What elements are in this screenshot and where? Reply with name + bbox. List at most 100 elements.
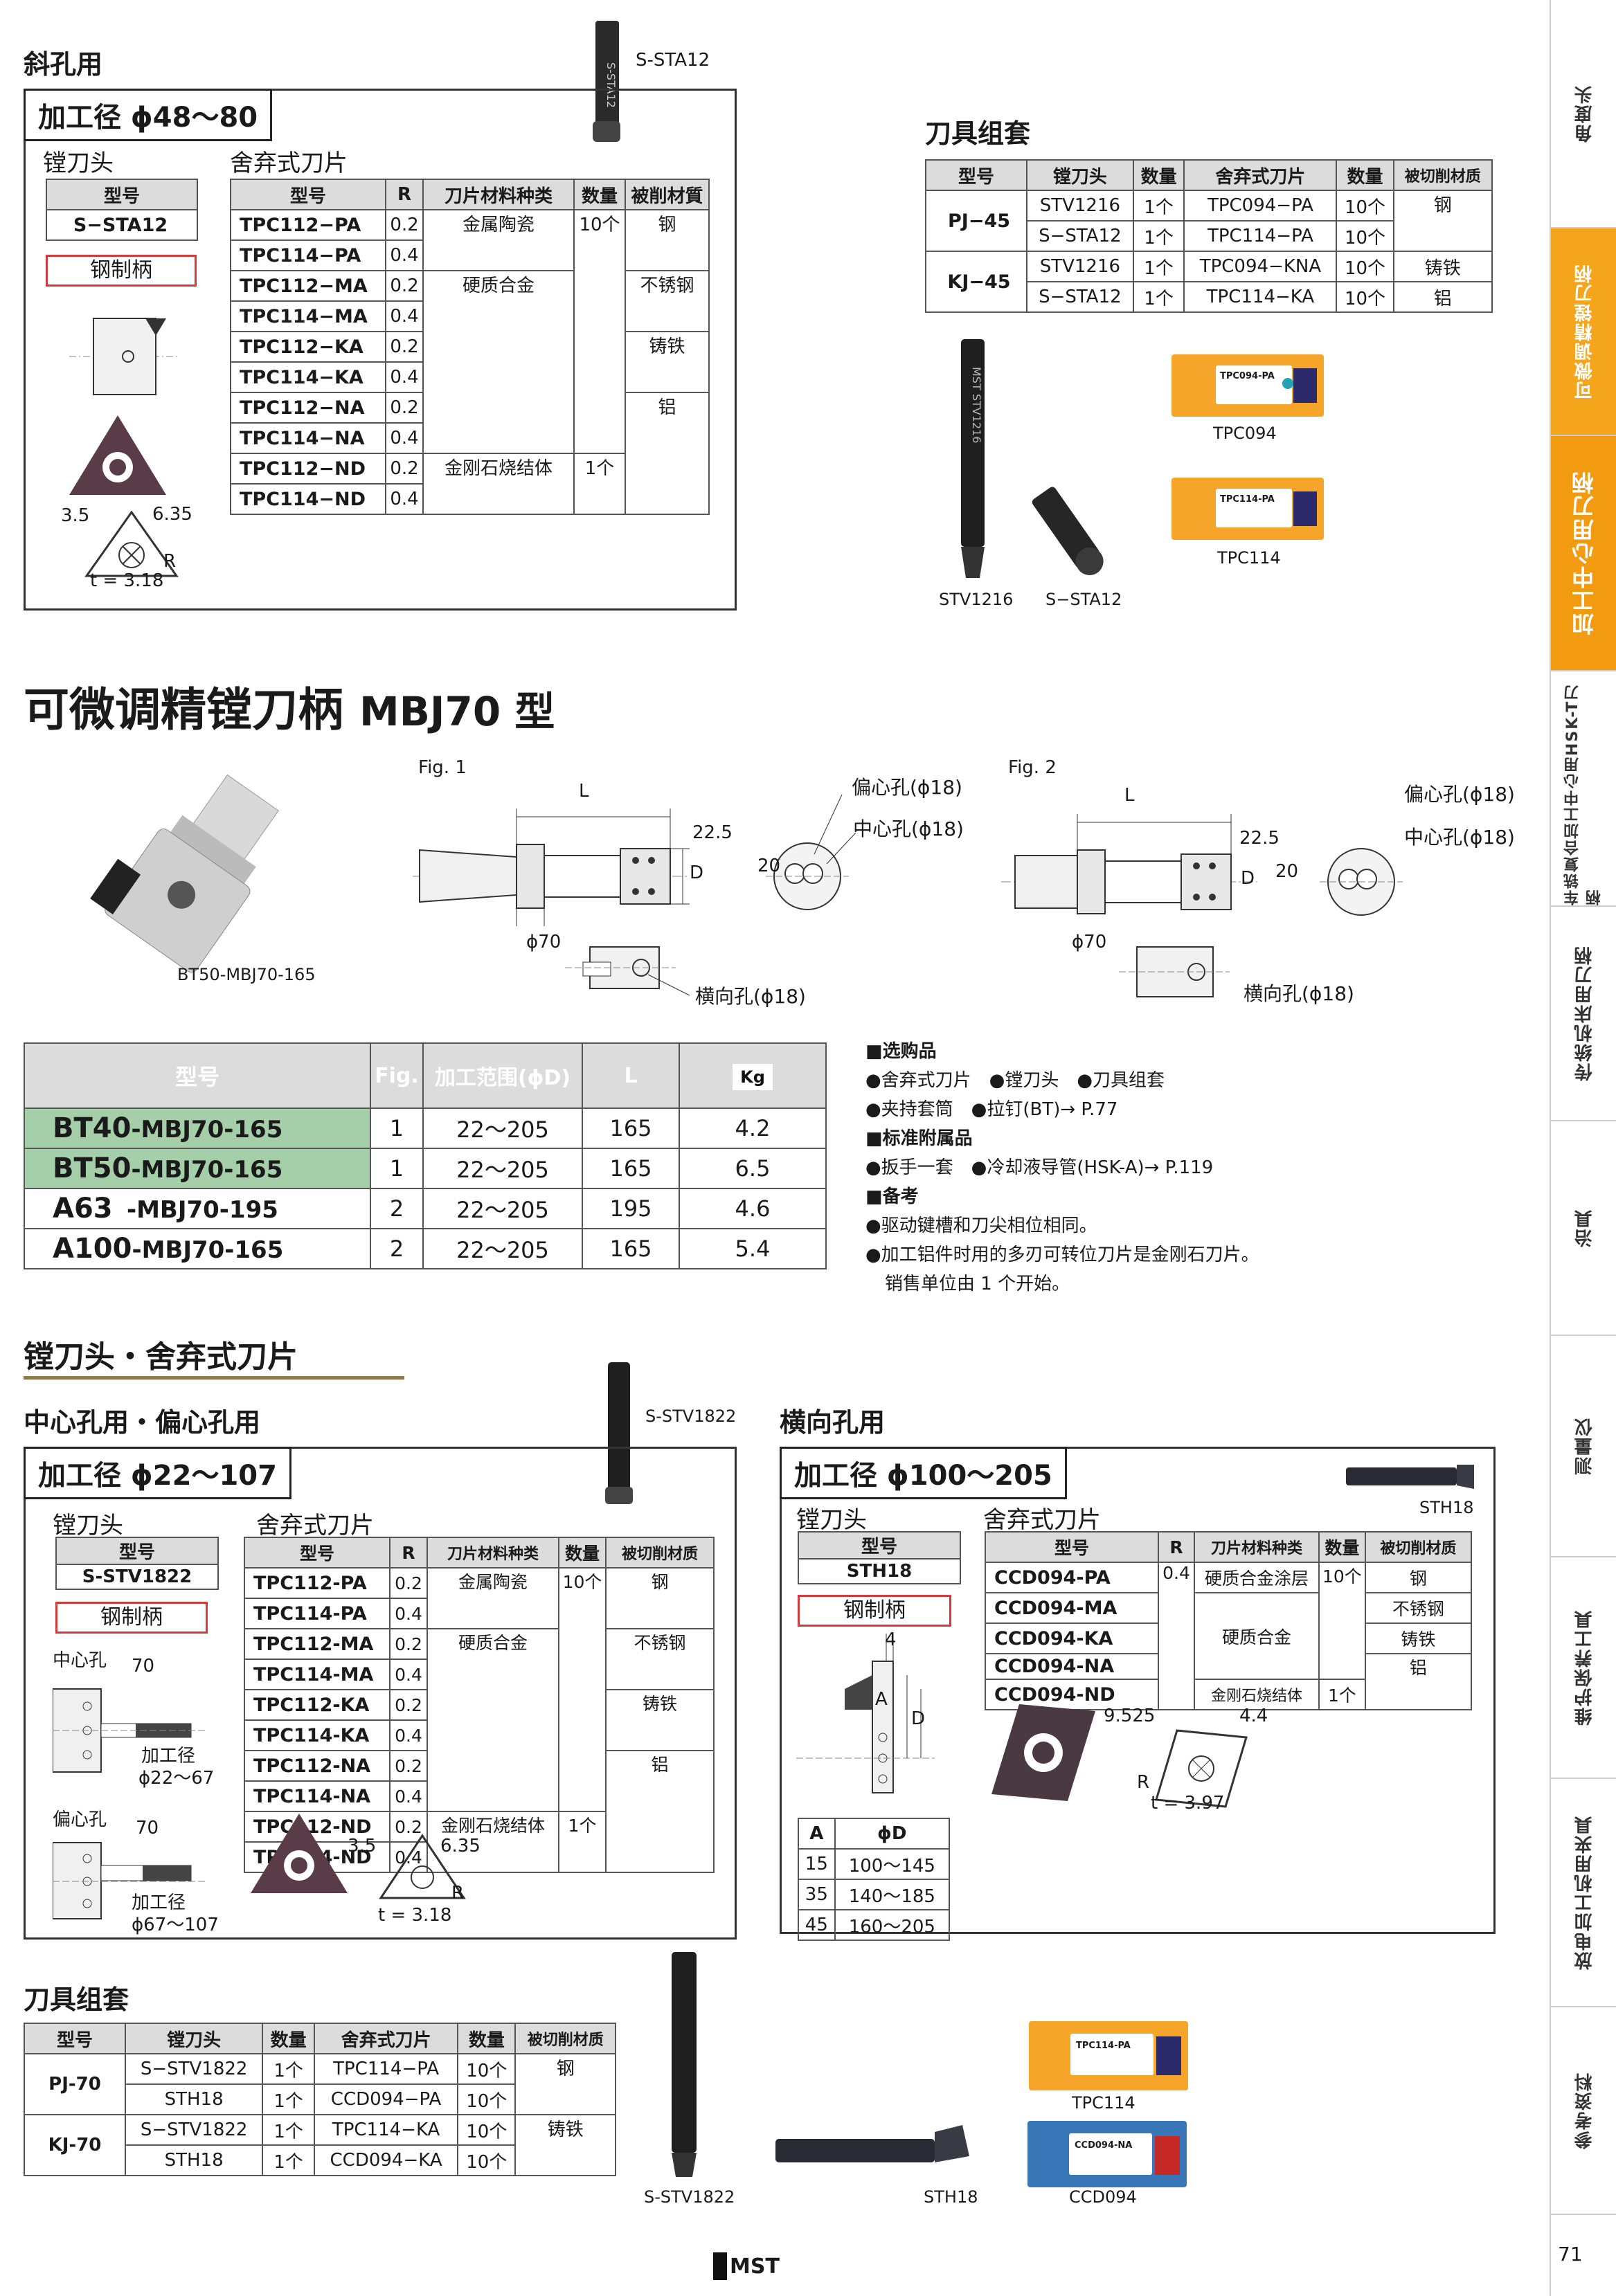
side-tab-2[interactable]: 可微调精镗刀柄: [1551, 228, 1616, 436]
side-tab-9[interactable]: 放电加工机用夹具: [1551, 1779, 1616, 2007]
side-tab-8[interactable]: 维护保养工具: [1551, 1557, 1616, 1779]
table-cell: TPC114−KA: [313, 2114, 459, 2146]
table-cell: 型号: [55, 1537, 219, 1565]
set2-ccd094-label: CCD094: [1069, 2187, 1137, 2207]
table-cell: 10个: [573, 209, 626, 454]
center-label: 中心孔: [53, 1650, 107, 1671]
table-cell: 10个: [457, 2144, 517, 2176]
table-cell: TPC112-PA: [244, 1567, 390, 1599]
side-tab-4[interactable]: 车铣复合加工中心用HSK-T刀柄: [1551, 671, 1616, 907]
table-cell: ϕD: [834, 1818, 951, 1850]
fig1-20: 20: [757, 856, 781, 876]
table-cell: 10个: [457, 2083, 517, 2115]
text-fragment: -MBJ70-165: [131, 1116, 283, 1144]
table-cell: TPC112−KA: [230, 331, 386, 363]
table-row: 型号: [798, 1531, 961, 1560]
fig2-ecc: 偏心孔(ϕ18): [1404, 783, 1515, 806]
c70: 70: [132, 1656, 155, 1676]
table-row: 型号: [46, 179, 198, 210]
sec2-left-title: 中心孔用・偏心孔用: [24, 1407, 261, 1438]
set2-stv1822-photo: [656, 1952, 712, 2183]
sec1-title: 斜孔用: [24, 49, 103, 80]
sth18-drawing: [796, 1634, 935, 1816]
table-cell: TPC114-PA: [244, 1598, 390, 1629]
table-cell: 铝: [1364, 1653, 1473, 1710]
side-tab-5[interactable]: 传统机床用刀柄: [1551, 907, 1616, 1121]
fig2-phi70: ϕ70: [1072, 932, 1107, 952]
mbj70-photo-label: BT50-MBJ70-165: [177, 965, 316, 984]
table-cell: 0.4: [385, 300, 424, 332]
table-cell: 15: [798, 1848, 836, 1880]
table-cell: 钢: [514, 2053, 616, 2115]
main-title-en: MBJ70 型: [359, 688, 555, 735]
fig2-label: Fig. 2: [1008, 757, 1057, 778]
table-cell: 型号: [244, 1537, 390, 1569]
table-cell: 金刚石烧结体: [1194, 1679, 1320, 1710]
table-cell: 铸铁: [1392, 251, 1493, 282]
s2-dim-r: R: [451, 1883, 465, 1904]
text-fragment: 维护保养工具: [1574, 1609, 1595, 1726]
text-fragment: 加工中心用刀柄: [1571, 471, 1597, 635]
table-cell: STH18: [124, 2083, 264, 2115]
s-stv1822-photo: [598, 1362, 640, 1510]
table-cell: 数量: [262, 2023, 315, 2054]
table-cell: TPC114−KA: [230, 361, 386, 393]
table-cell: BT40-MBJ70-165: [24, 1108, 371, 1149]
text-fragment: 可微调精镗刀柄: [1574, 264, 1595, 399]
fig1-phi70: ϕ70: [526, 932, 562, 952]
stv1216-photo: MST STV1216: [949, 339, 997, 591]
table-cell: 1: [370, 1148, 424, 1189]
table-cell: 160～205: [834, 1909, 951, 1941]
table-cell: 型号: [985, 1531, 1159, 1563]
mst-logo: MST: [713, 2252, 780, 2280]
side-tab-6[interactable]: 治具: [1551, 1121, 1616, 1336]
table-cell: 10个: [457, 2114, 517, 2146]
table-cell: R: [389, 1537, 428, 1569]
table-cell: 舍弃式刀片: [313, 2023, 459, 2054]
side-tab-1[interactable]: 角度头: [1551, 0, 1616, 228]
fig2-cen: 中心孔(ϕ18): [1404, 826, 1515, 849]
side-tab-7[interactable]: 测量仪: [1551, 1336, 1616, 1557]
s3-dim-a: 9.525: [1104, 1706, 1156, 1726]
sec2-shank-label: 钢制柄: [55, 1602, 208, 1634]
set2-stv1822-label: S-STV1822: [644, 2187, 735, 2207]
table-cell: 0.2: [389, 1689, 428, 1721]
center-drawing: [52, 1675, 205, 1782]
side-tab-3[interactable]: 加工中心用刀柄: [1551, 436, 1616, 671]
table-cell: STV1216: [1026, 251, 1134, 282]
sec1-box: [24, 89, 737, 611]
table-cell: PJ−45: [925, 190, 1027, 252]
table-cell: 1个: [1132, 281, 1185, 313]
table-cell: CCD094−KA: [313, 2144, 459, 2176]
sth18-photo: [1346, 1458, 1478, 1502]
table-cell: 1个: [262, 2144, 315, 2176]
table-cell: 0.2: [385, 331, 424, 363]
sec2-title: 镗刀头・舍弃式刀片: [24, 1339, 298, 1375]
side-tab-10[interactable]: 参考资料: [1551, 2007, 1616, 2215]
side-index: 角度头 可微调精镗刀柄 加工中心用刀柄 车铣复合加工中心用HSK-T刀柄 传统机…: [1550, 0, 1616, 2296]
table-cell: BT50-MBJ70-165: [24, 1148, 371, 1189]
table-cell: 舍弃式刀片: [1183, 159, 1338, 191]
dim-t: t = 3.18: [90, 570, 164, 591]
ecc-drawing: [52, 1834, 205, 1927]
s-sta12-photo-2: [1021, 478, 1118, 591]
table-cell: 10个: [558, 1567, 607, 1812]
table-cell: 1: [370, 1108, 424, 1149]
table-cell: 铸铁: [625, 331, 710, 393]
table-cell: 165: [582, 1108, 680, 1149]
s-stv1822-label: S-STV1822: [645, 1407, 737, 1426]
sth18-label: STH18: [1419, 1498, 1474, 1517]
table-cell: 钢: [1364, 1562, 1473, 1593]
sec3-D: D: [911, 1708, 926, 1729]
table-cell: 0.4: [385, 483, 424, 515]
